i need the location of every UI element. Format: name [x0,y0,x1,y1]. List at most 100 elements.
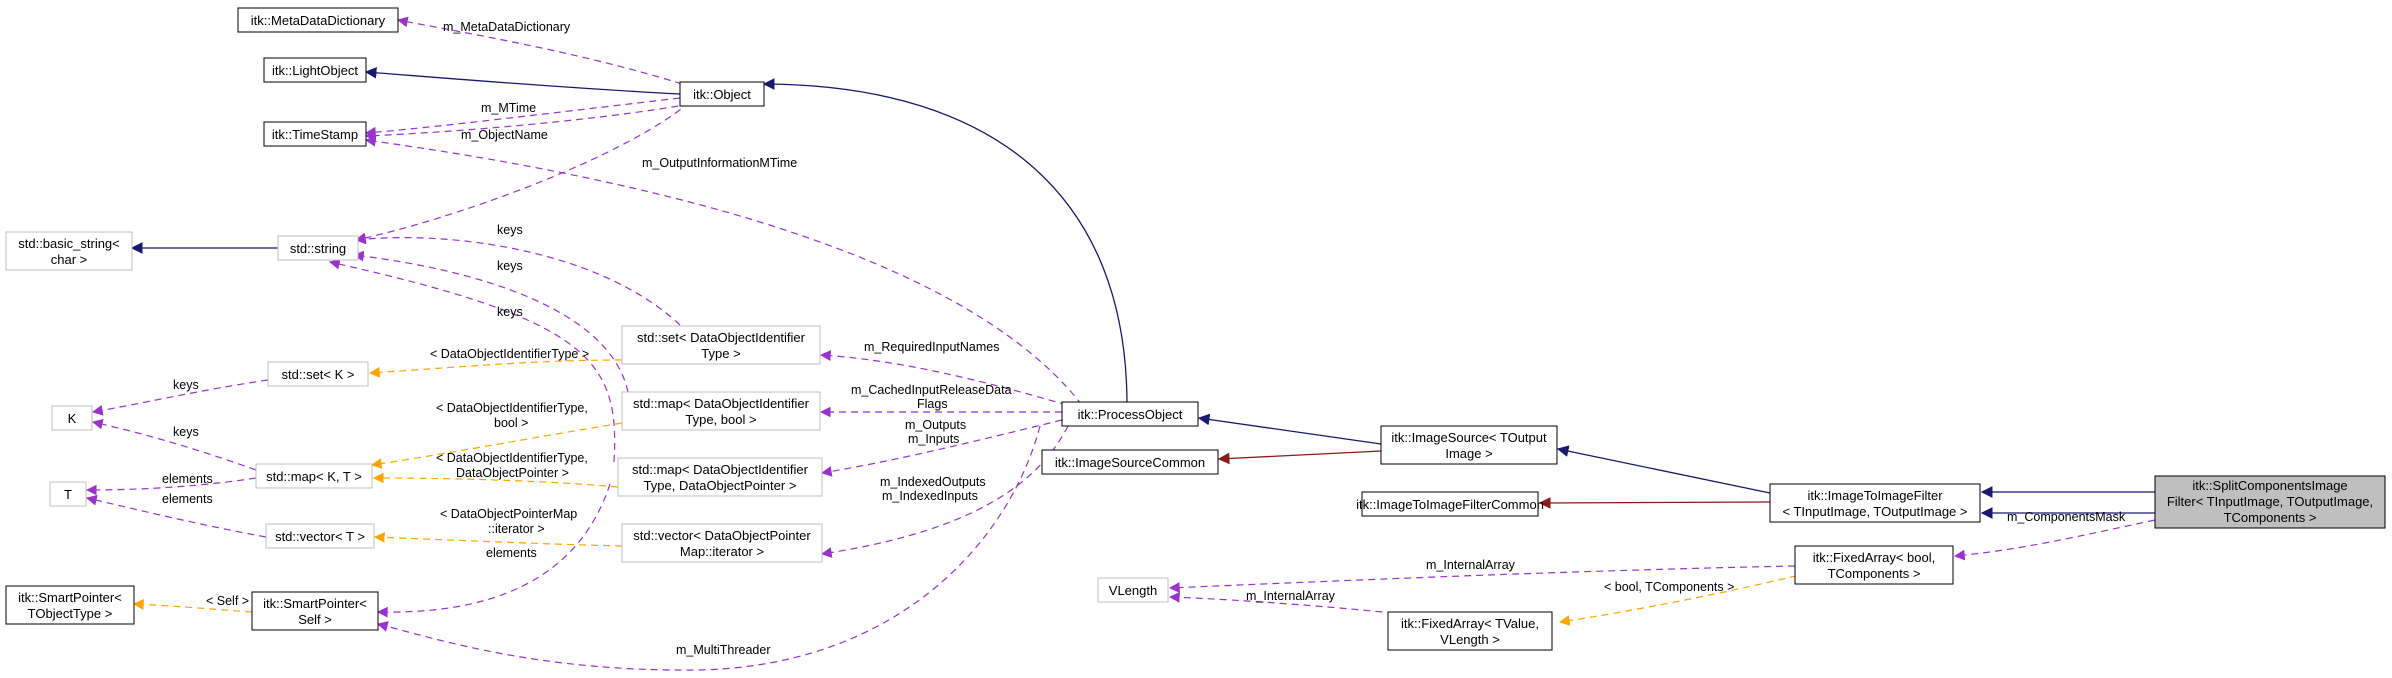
node-object[interactable]: itk::Object [679,81,765,107]
node-vlength[interactable]: VLength [1097,577,1169,603]
node-imagetoimagefiltercommon[interactable]: itk::ImageToImageFilterCommon [1356,491,1544,517]
svg-text:itk::LightObject: itk::LightObject [272,63,358,78]
edge-map-doi-ptr-to-smartpointer-self [376,483,611,618]
label-m-internalarray-2: m_InternalArray [1246,589,1336,603]
node-metadatadictionary[interactable]: itk::MetaDataDictionary [237,7,399,33]
svg-text:itk::FixedArray< TValue,VLengt: itk::FixedArray< TValue,VLength > [1401,616,1539,647]
edge-processobject-to-timestamp [364,135,1083,406]
svg-text:itk::FixedArray< bool,TCompone: itk::FixedArray< bool,TComponents > [1813,550,1935,581]
node-vector-t[interactable]: std::vector< T > [265,523,375,549]
node-timestamp[interactable]: itk::TimeStamp [263,121,367,147]
edge-vector-t-to-t [85,494,267,538]
svg-text:std::map< DataObjectIdentifier: std::map< DataObjectIdentifierType, bool… [633,396,810,427]
edge-imagetoimagefilter-to-common [1538,497,1771,509]
svg-text:std::vector< T >: std::vector< T > [275,529,365,544]
label-keys-k-map: keys [173,425,199,439]
label-tpl-self: < Self > [206,594,249,608]
edge-imagesource-to-imagesourcecommon [1217,450,1382,465]
svg-text:itk::SmartPointer<TObjectType: itk::SmartPointer<TObjectType > [18,590,122,621]
node-processobject[interactable]: itk::ProcessObject [1061,401,1199,427]
svg-text:std::set< DataObjectIdentifier: std::set< DataObjectIdentifierType > [637,330,806,361]
node-map-kt[interactable]: std::map< K, T > [255,463,373,489]
node-t[interactable]: T [49,481,87,507]
edge-smartpointer-self-to-tobj [132,599,253,613]
label-elements-sp: elements [486,546,537,560]
edge-set-doi-to-set-k [368,359,623,378]
label-elements-map: elements [162,472,213,486]
svg-text:std::set< K >: std::set< K > [282,367,355,382]
edge-vector-dopm-to-vector-t [373,531,623,547]
edge-object-to-metadatadictionary [396,16,683,85]
edge-map-doi-ptr-to-map-kt [372,472,619,488]
edge-fixedarray-tvalue-to-vlength [1168,591,1431,618]
label-m-objectname: m_ObjectName [461,128,548,142]
node-imagetoimagefilter[interactable]: itk::ImageToImageFilter< TInputImage, TO… [1769,483,1981,523]
edge-processobject-to-set-doi [819,350,1068,406]
node-k[interactable]: K [51,405,93,431]
svg-text:std::map< DataObjectIdentifier: std::map< DataObjectIdentifierType, Data… [632,462,809,493]
svg-text:itk::ProcessObject: itk::ProcessObject [1078,407,1183,422]
edge-split-to-fixedarray-bool [1953,519,2156,561]
label-keys-map-ptr: keys [497,305,523,319]
node-smartpointer-self[interactable]: itk::SmartPointer<Self > [251,591,379,631]
svg-text:VLength: VLength [1109,583,1157,598]
edge-processobject-to-smartpointer-self [376,425,1041,671]
node-fixedarray-tvalue[interactable]: itk::FixedArray< TValue,VLength > [1387,611,1553,651]
node-imagesourcecommon[interactable]: itk::ImageSourceCommon [1041,449,1219,475]
label-elements-vector: elements [162,492,213,506]
label-m-internalarray-1: m_InternalArray [1426,558,1516,572]
svg-text:T: T [64,487,72,502]
edge-string-to-object [354,101,691,244]
svg-text:itk::MetaDataDictionary: itk::MetaDataDictionary [251,13,386,28]
svg-text:std::map< K, T >: std::map< K, T > [266,469,362,484]
node-string[interactable]: std::string [277,235,359,261]
node-lightobject[interactable]: itk::LightObject [263,57,367,83]
svg-text:itk::SmartPointer<Self >: itk::SmartPointer<Self > [263,596,367,627]
svg-text:itk::TimeStamp: itk::TimeStamp [272,127,358,142]
label-m-multithreader: m_MultiThreader [676,643,770,657]
svg-text:std::vector< DataObjectPointer: std::vector< DataObjectPointerMap::itera… [633,528,811,559]
label-tpl-map-doi-bool: < DataObjectIdentifierType,bool > [436,401,588,430]
edge-fixedarray-bool-to-tvalue [1558,569,1821,626]
edge-map-doi-ptr-to-string [328,258,616,463]
edge-processobject-to-vector-dopm [820,425,1069,558]
node-basic-string[interactable]: std::basic_string<char > [5,231,133,271]
label-m-outputinformationmtime: m_OutputInformationMTime [642,156,797,170]
svg-text:std::basic_string<char >: std::basic_string<char > [18,236,120,267]
label-keys-k-set: keys [173,378,199,392]
svg-text:itk::ImageToImageFilter< TInpu: itk::ImageToImageFilter< TInputImage, TO… [1782,488,1967,519]
svg-text:itk::ImageSource< TOutputImage: itk::ImageSource< TOutputImage > [1391,430,1547,461]
label-m-componentsmask: m_ComponentsMask [2007,510,2126,524]
node-smartpointer-tobjecttype[interactable]: itk::SmartPointer<TObjectType > [5,585,135,625]
svg-text:K: K [68,411,77,426]
edge-processobject-to-object [762,78,1128,406]
label-tpl-map-doi-ptr: < DataObjectIdentifierType,DataObjectPoi… [436,451,588,480]
label-m-mtime: m_MTime [481,101,536,115]
edge-imagetoimagefilter-to-imagesource [1556,445,1771,494]
label-tpl-set-doi: < DataObjectIdentifierType > [430,347,589,361]
node-set-k[interactable]: std::set< K > [267,361,369,387]
edge-map-doi-bool-to-map-kt [370,422,623,469]
svg-text:std::string: std::string [290,241,346,256]
node-fixedarray-bool[interactable]: itk::FixedArray< bool,TComponents > [1794,545,1954,585]
label-tpl-vector-dopm: < DataObjectPointerMap::iterator > [440,507,577,536]
edge-set-doi-to-string [354,233,681,326]
svg-text:itk::ImageSourceCommon: itk::ImageSourceCommon [1055,455,1205,470]
edge-object-to-lightobject [364,66,681,95]
edge-map-doi-bool-to-string [352,250,629,393]
edge-processobject-to-map-doi-ptr [820,419,1063,477]
edge-imagesource-to-processobject [1197,413,1382,445]
svg-text:itk::ImageToImageFilterCommon: itk::ImageToImageFilterCommon [1356,497,1544,512]
label-tpl-bool-tcomponents: < bool, TComponents > [1604,580,1734,594]
